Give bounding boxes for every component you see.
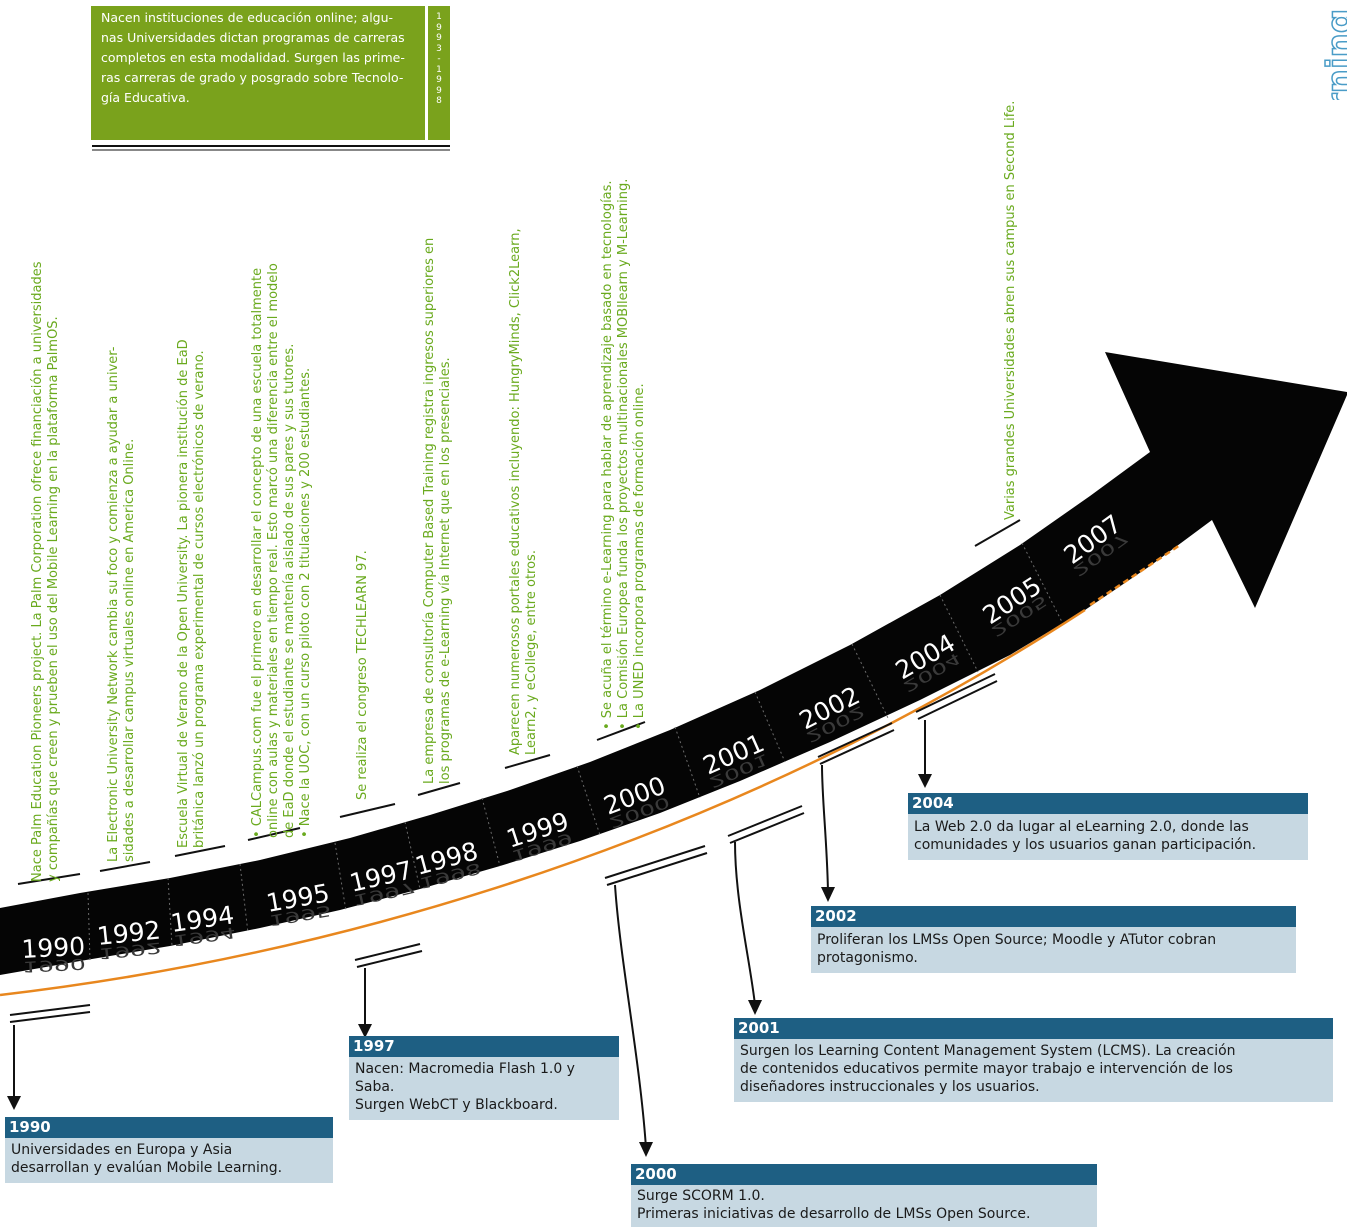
event-text-1998: La empresa de consultoría Computer Based… <box>422 237 453 784</box>
info-box-body: La Web 2.0 da lugar al eLearning 2.0, do… <box>908 814 1308 860</box>
info-box-2001: 2001 Surgen los Learning Content Managem… <box>734 1018 1333 1102</box>
info-box-2002: 2002 Proliferan los LMSs Open Source; Mo… <box>811 906 1296 973</box>
info-box-year: 2004 <box>908 793 1308 814</box>
year-char: 3 <box>436 43 442 54</box>
green-box-line: Nacen instituciones de educación online;… <box>101 10 394 25</box>
orange-dashed-extension <box>1089 543 1181 607</box>
year-char: 9 <box>436 22 442 33</box>
year-label: 1992 <box>96 915 162 950</box>
event-text-2007: Varias grandes Universidades abren sus c… <box>1003 100 1018 520</box>
event-text-1992: La Electronic University Network cambia … <box>106 346 137 862</box>
info-box-year: 2000 <box>631 1164 1097 1185</box>
event-text-1995: • CALCampus.com fue el primero en desarr… <box>250 263 313 838</box>
green-box-line: nas Universidades dictan programas de ca… <box>101 30 405 45</box>
year-labels: 1990 1990 1992 1992 1994 1994 1995 1995 … <box>21 509 1132 976</box>
event-text-1997: Se realiza el congreso TECHLEARN 97. <box>355 550 370 800</box>
info-box-body: Surgen los Learning Content Management S… <box>734 1039 1333 1102</box>
green-box-year-range: 1 9 9 3 - 1 9 9 8 <box>428 6 450 140</box>
timeline-arrow <box>0 352 1347 975</box>
info-box-2000: 2000 Surge SCORM 1.0.Primeras iniciativa… <box>631 1164 1097 1227</box>
year-char: 1 <box>436 64 442 75</box>
year-label: 1990 <box>21 932 86 964</box>
event-text-2000: • Se acuña el término e-Learning para ha… <box>600 178 647 730</box>
info-box-year: 2002 <box>811 906 1296 927</box>
orange-underline <box>0 608 1086 997</box>
top-tick-marks <box>17 519 1021 885</box>
info-box-year: 1997 <box>349 1036 619 1057</box>
year-char: - <box>437 54 441 64</box>
year-char: 9 <box>436 33 442 43</box>
arrowheads <box>7 774 932 1157</box>
info-box-2004: 2004 La Web 2.0 da lugar al eLearning 2.… <box>908 793 1308 860</box>
event-text-1994: Escuela Virtual de Verano de la Open Uni… <box>176 339 207 848</box>
year-char: 9 <box>436 75 442 85</box>
corner-title-fragment: rning <box>1319 8 1347 100</box>
info-box-body: Surge SCORM 1.0.Primeras iniciativas de … <box>631 1185 1097 1227</box>
info-box-body: Proliferan los LMSs Open Source; Moodle … <box>811 927 1296 973</box>
year-char: 1 <box>436 12 442 22</box>
green-box-line: ras carreras de grado y posgrado sobre T… <box>101 70 404 85</box>
green-info-box: Nacen instituciones de educación online;… <box>91 6 425 140</box>
year-reflection: 1990 <box>22 955 86 976</box>
year-separators <box>87 542 1063 961</box>
info-box-year: 1990 <box>5 1117 333 1138</box>
green-box-line: completos en esta modalidad. Surgen las … <box>101 50 405 65</box>
info-box-year: 2001 <box>734 1018 1333 1039</box>
bottom-connectors <box>9 673 998 1149</box>
event-text-1990: Nace Palm Education Pioneers project. La… <box>30 261 61 883</box>
year-char: 8 <box>436 96 442 106</box>
year-char: 9 <box>436 85 442 96</box>
event-text-1999: Aparecen numerosos portales educativos i… <box>508 228 539 755</box>
green-box-line: gía Educativa. <box>101 90 190 105</box>
